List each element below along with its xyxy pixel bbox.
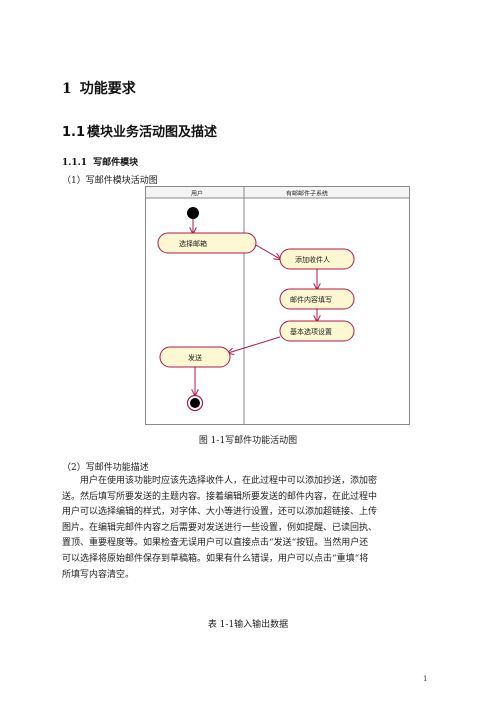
initial-node	[187, 207, 199, 219]
description-line: 图片。在编辑完邮件内容之后需要对发送进行一些设置，例如提醒、已读回执、	[62, 522, 378, 533]
section-number: 1.1	[62, 125, 86, 140]
section-heading-1-1-1: 1.1.1 写邮件模块	[62, 155, 138, 168]
section-title: 模块业务活动图及描述	[87, 125, 218, 140]
section-number: 1.1.1	[62, 158, 88, 168]
lane-label-user: 用户	[191, 190, 203, 198]
flow-to-add-recipient	[255, 244, 280, 259]
activity-add-recipient-label: 添加收件人	[295, 255, 330, 264]
activity-select-mailbox	[157, 232, 257, 254]
description-line: 所填写内容清空。	[62, 569, 135, 580]
section-title: 写邮件模块	[93, 158, 139, 168]
section-title: 功能要求	[79, 81, 136, 97]
activity-select-mailbox-label: 选择邮箱	[179, 239, 207, 248]
lane-header-bg	[146, 187, 409, 198]
description-line: 可以选择将原始邮件保存到草稿箱。如果有什么错误，用户可以点击“重填“将	[62, 553, 369, 564]
subheading-function-description: （2）写邮件功能描述	[62, 463, 149, 473]
subheading-activity-diagram: （1）写邮件模块活动图	[62, 176, 158, 186]
activity-basic-settings	[279, 320, 355, 342]
description-paragraph: 用户在使用该功能时应该先选择收件人，在此过程中可以添加抄送，添加密 送。然后填写…	[62, 474, 434, 583]
final-node-dot	[190, 398, 200, 408]
section-number: 1	[62, 81, 72, 97]
figure-caption: 图 1-1写邮件功能活动图	[0, 433, 496, 446]
lane-label-system: 有邮邮件子系统	[286, 190, 328, 198]
description-line: 送。然后填写所要发送的主题内容。接着编辑所要发送的邮件内容，在此过程中	[62, 491, 378, 502]
table-caption: 表 1-1输入输出数据	[0, 617, 496, 630]
figure-title: 写邮件功能活动图	[225, 436, 298, 446]
flow-to-send	[228, 336, 281, 353]
figure-label: 图 1-1	[198, 436, 226, 446]
table-title: 输入输出数据	[234, 620, 289, 630]
description-line: 用户可以选择编辑的样式，对字体、大小等进行设置，还可以添加超链接、上传	[62, 507, 378, 518]
activity-basic-settings-label: 基本选项设置	[290, 327, 332, 336]
table-label: 表 1-1	[207, 620, 235, 630]
activity-fill-content-label: 邮件内容填写	[290, 295, 332, 304]
section-heading-1: 1 功能要求	[62, 78, 136, 98]
page-number: 1	[423, 675, 428, 683]
activity-send-label: 发送	[188, 353, 202, 362]
description-line: 用户在使用该功能时应该先选择收件人，在此过程中可以添加抄送，添加密	[80, 476, 378, 486]
activity-diagram: 用户 有邮邮件子系统 选择邮箱 添加收件人 邮件内容填写 基本选项设置 发送	[145, 186, 410, 425]
description-line: 置顶、重要程度等。如果检查无误用户可以直接点击“发送“按钮。当然用户还	[62, 538, 369, 549]
